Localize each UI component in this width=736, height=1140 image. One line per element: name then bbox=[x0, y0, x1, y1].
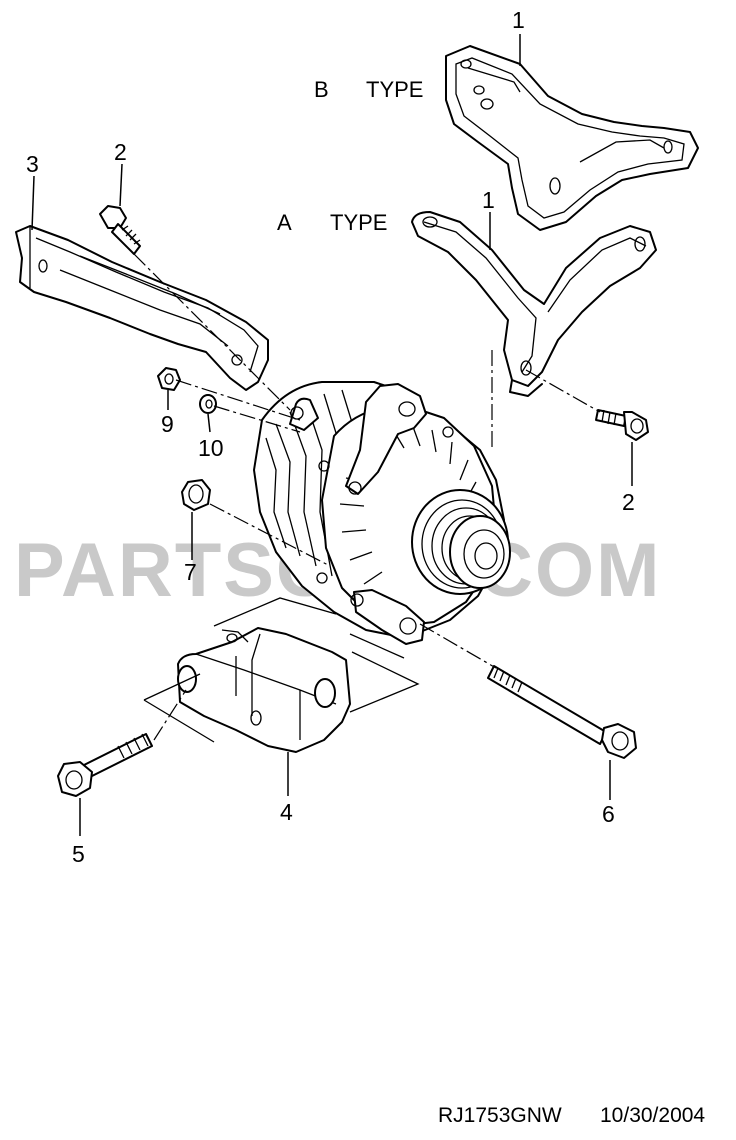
nut-large bbox=[181, 479, 211, 511]
a-type-letter: A bbox=[277, 210, 292, 235]
footer-date: 10/30/2004 bbox=[600, 1104, 705, 1127]
long-bolt bbox=[487, 665, 637, 759]
callout-nut-large: 7 bbox=[184, 559, 197, 585]
a-type-word: TYPE bbox=[330, 210, 387, 235]
bolt-upper-left bbox=[99, 205, 141, 255]
bracket-a-type bbox=[411, 211, 657, 397]
washer bbox=[199, 394, 217, 414]
bracket-b-type bbox=[445, 45, 699, 231]
callout-bracket-a: 1 bbox=[482, 187, 495, 213]
callout-bolt-lower-left: 5 bbox=[72, 841, 85, 867]
footer-code: RJ1753GNW bbox=[438, 1104, 562, 1127]
b-type-letter: B bbox=[314, 77, 329, 102]
callout-mount-bracket: 4 bbox=[280, 799, 293, 825]
callout-long-bolt: 6 bbox=[602, 801, 615, 827]
alternator bbox=[253, 381, 511, 645]
leader-lines bbox=[31, 34, 633, 836]
callout-brace: 3 bbox=[26, 151, 39, 177]
callout-nut-small: 9 bbox=[161, 411, 174, 437]
mount-bracket bbox=[177, 627, 351, 753]
callout-bolt-right: 2 bbox=[622, 489, 635, 515]
brace bbox=[15, 225, 269, 391]
callout-bracket-b: 1 bbox=[512, 7, 525, 33]
bolt-lower-left bbox=[57, 733, 153, 797]
callout-bolt-upper-left: 2 bbox=[114, 139, 127, 165]
b-type-word: TYPE bbox=[366, 77, 423, 102]
bolt-right bbox=[595, 409, 649, 441]
callout-washer: 10 bbox=[198, 435, 224, 461]
nut-small bbox=[157, 367, 181, 391]
phantom-outlines bbox=[143, 597, 420, 743]
